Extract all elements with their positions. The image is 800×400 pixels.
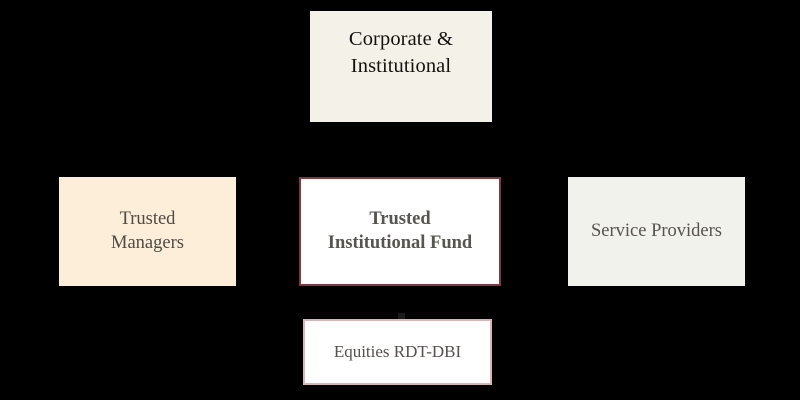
diagram-node-label: Corporate & Institutional [348,28,454,77]
diagram-node-label: Trusted Institutional Fund [327,208,473,253]
diagram-node-service-providers[interactable]: Service Providers [568,177,745,286]
diagram-node-label: Service Providers [590,220,722,241]
diagram-node-label: Equities RDT-DBI [333,342,462,362]
diagram-node-trusted-managers[interactable]: Trusted Managers [59,177,236,286]
diagram-node-equities-rdt-dbi[interactable]: Equities RDT-DBI [303,319,492,385]
diagram-node-label: Trusted Managers [111,208,184,253]
diagram-node-trusted-institutional-fund[interactable]: Trusted Institutional Fund [299,177,501,286]
diagram-node-corporate-institutional[interactable]: Corporate & Institutional [310,11,492,122]
connector-fund-to-equities [398,313,405,320]
